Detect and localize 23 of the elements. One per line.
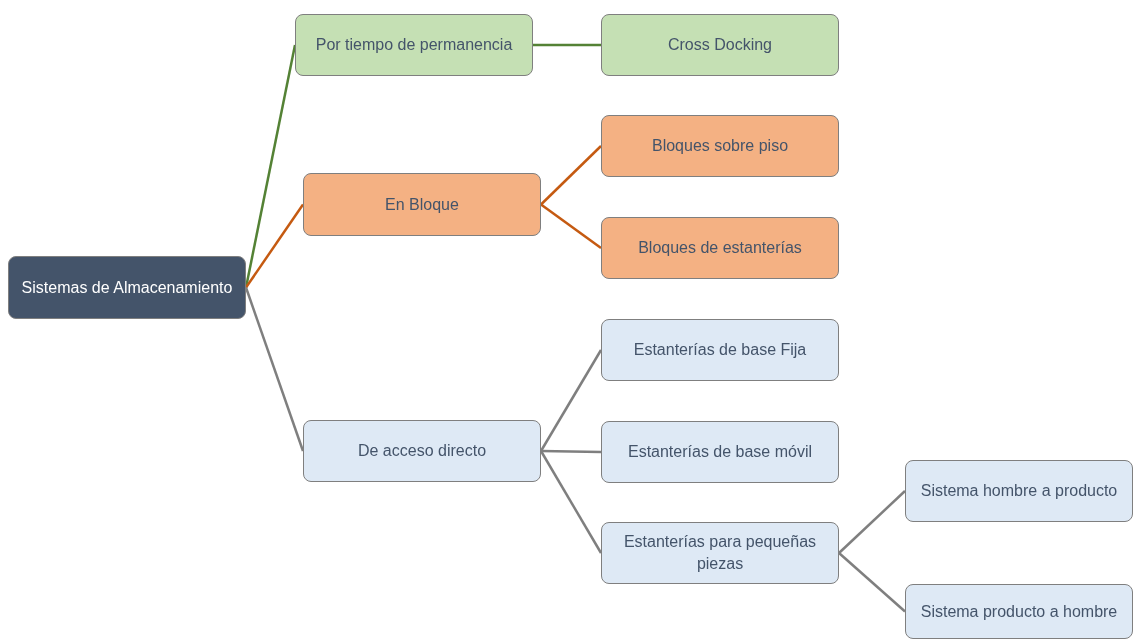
- topic-box: Sistemas de Almacenamiento: [8, 256, 246, 319]
- connector-line: [244, 203, 305, 289]
- connector-line: [838, 490, 906, 554]
- topic-box: Estanterías para pequeñas piezas: [601, 522, 839, 584]
- topic-box: Sistema producto a hombre: [905, 584, 1133, 639]
- topic-box: Bloques de estanterías: [601, 217, 839, 279]
- connector-line: [540, 203, 602, 249]
- connector-line: [539, 450, 603, 554]
- topic-box: En Bloque: [303, 173, 541, 236]
- connector-line: [244, 44, 297, 288]
- connector-line: [838, 552, 906, 613]
- topic-box: Cross Docking: [601, 14, 839, 76]
- connector-line: [540, 449, 602, 454]
- topic-box: Bloques sobre piso: [601, 115, 839, 177]
- connector-line: [244, 287, 305, 452]
- connector-line: [540, 145, 602, 206]
- topic-box: Por tiempo de permanencia: [295, 14, 533, 76]
- connector-line: [533, 43, 601, 47]
- connector-line: [539, 349, 603, 452]
- topic-box: Sistema hombre a producto: [905, 460, 1133, 522]
- topic-box: De acceso directo: [303, 420, 541, 482]
- topic-box: Estanterías de base Fija: [601, 319, 839, 381]
- topic-box: Estanterías de base móvil: [601, 421, 839, 483]
